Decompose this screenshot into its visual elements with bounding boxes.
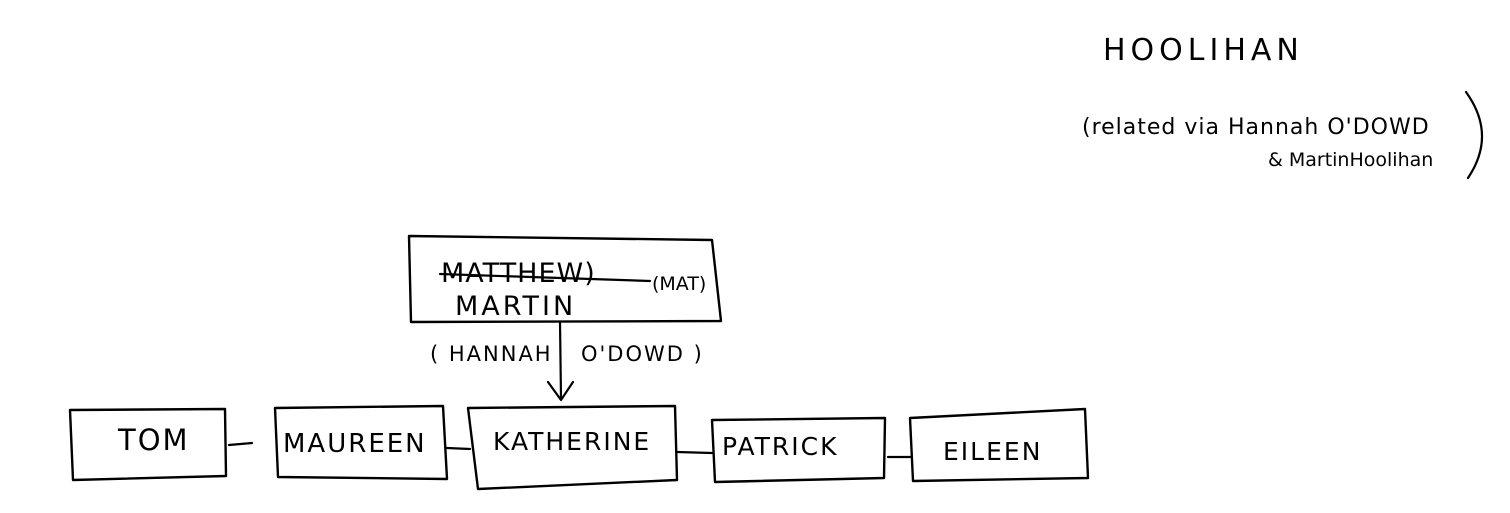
parent-node: MATTHEW) (MAT) MARTIN [407,234,723,324]
child-name: EILEEN [943,437,1042,466]
child-name: MAUREEN [283,429,427,459]
child-name: PATRICK [722,432,839,461]
parent-box [407,234,723,324]
relation-label-right: O'DOWD ) [581,342,704,366]
strikethrough-line [438,272,652,283]
child-box [710,416,887,484]
child-node-patrick: PATRICK [710,416,887,484]
child-box [908,407,1090,483]
sibling-connector [445,446,472,451]
child-node-maureen: MAUREEN [273,404,449,481]
struck-name: MATTHEW) [441,258,596,289]
relation-label-left: ( HANNAH [430,342,553,366]
parent-name: MARTIN [455,291,576,322]
child-node-eileen: EILEEN [908,407,1090,483]
child-box [273,404,449,481]
relation-note-line-1: (related via Hannah O'DOWD [1082,115,1430,140]
descent-arrowhead [546,380,575,402]
note-closing-bracket [1464,90,1484,180]
parent-nickname: (MAT) [652,273,706,295]
sibling-connector [675,450,714,455]
sibling-connector [227,441,254,447]
relation-note-line-2: & MartinHoolihan [1268,149,1433,171]
child-node-katherine: KATHERINE [466,404,679,491]
descent-arrow-line [558,320,563,400]
child-name: KATHERINE [493,427,651,456]
family-name-title: HOOLIHAN [1103,33,1304,68]
child-box [466,404,679,491]
child-node-tom: TOM [68,407,228,482]
child-box [68,407,228,482]
child-name: TOM [117,423,190,457]
